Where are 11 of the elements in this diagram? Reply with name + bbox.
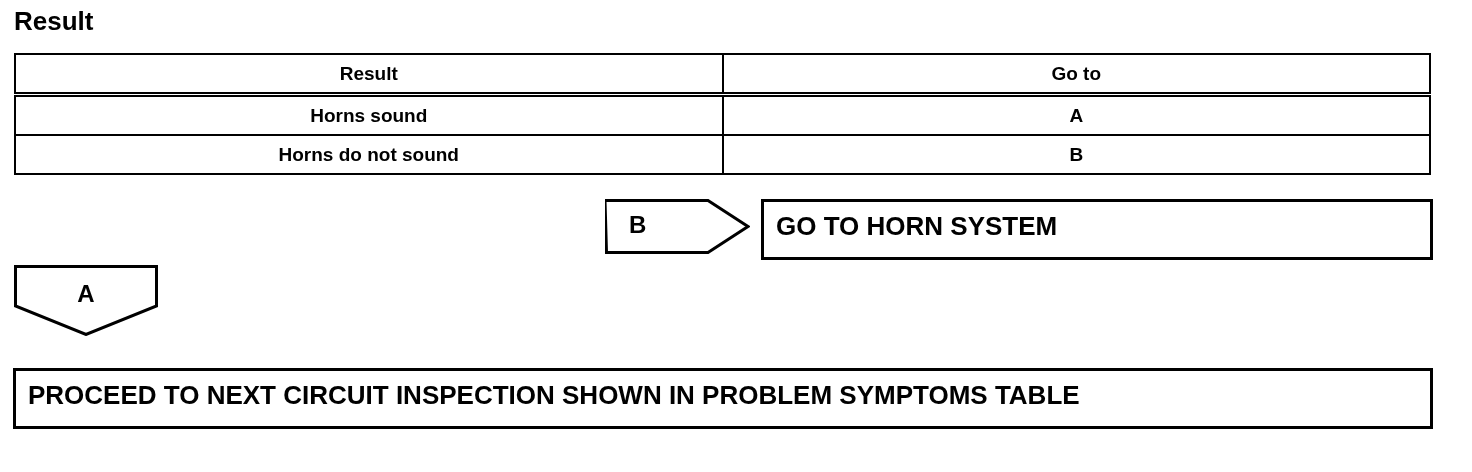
section-heading: Result [14, 6, 94, 37]
result-box: GO TO HORN SYSTEM [761, 199, 1433, 260]
table-cell: Horns sound [15, 94, 723, 135]
table-cell: A [722, 94, 1430, 135]
table-cell: Horns do not sound [15, 135, 723, 174]
table-header-cell: Result [15, 54, 723, 95]
table-header-cell: Go to [722, 54, 1430, 95]
chevron-tag: B [605, 199, 750, 254]
table-cell: B [722, 135, 1430, 174]
chevron-tag: A [14, 265, 158, 336]
result-box: PROCEED TO NEXT CIRCUIT INSPECTION SHOWN IN PROBLEM SYMPTOMS TABLE [13, 368, 1433, 429]
